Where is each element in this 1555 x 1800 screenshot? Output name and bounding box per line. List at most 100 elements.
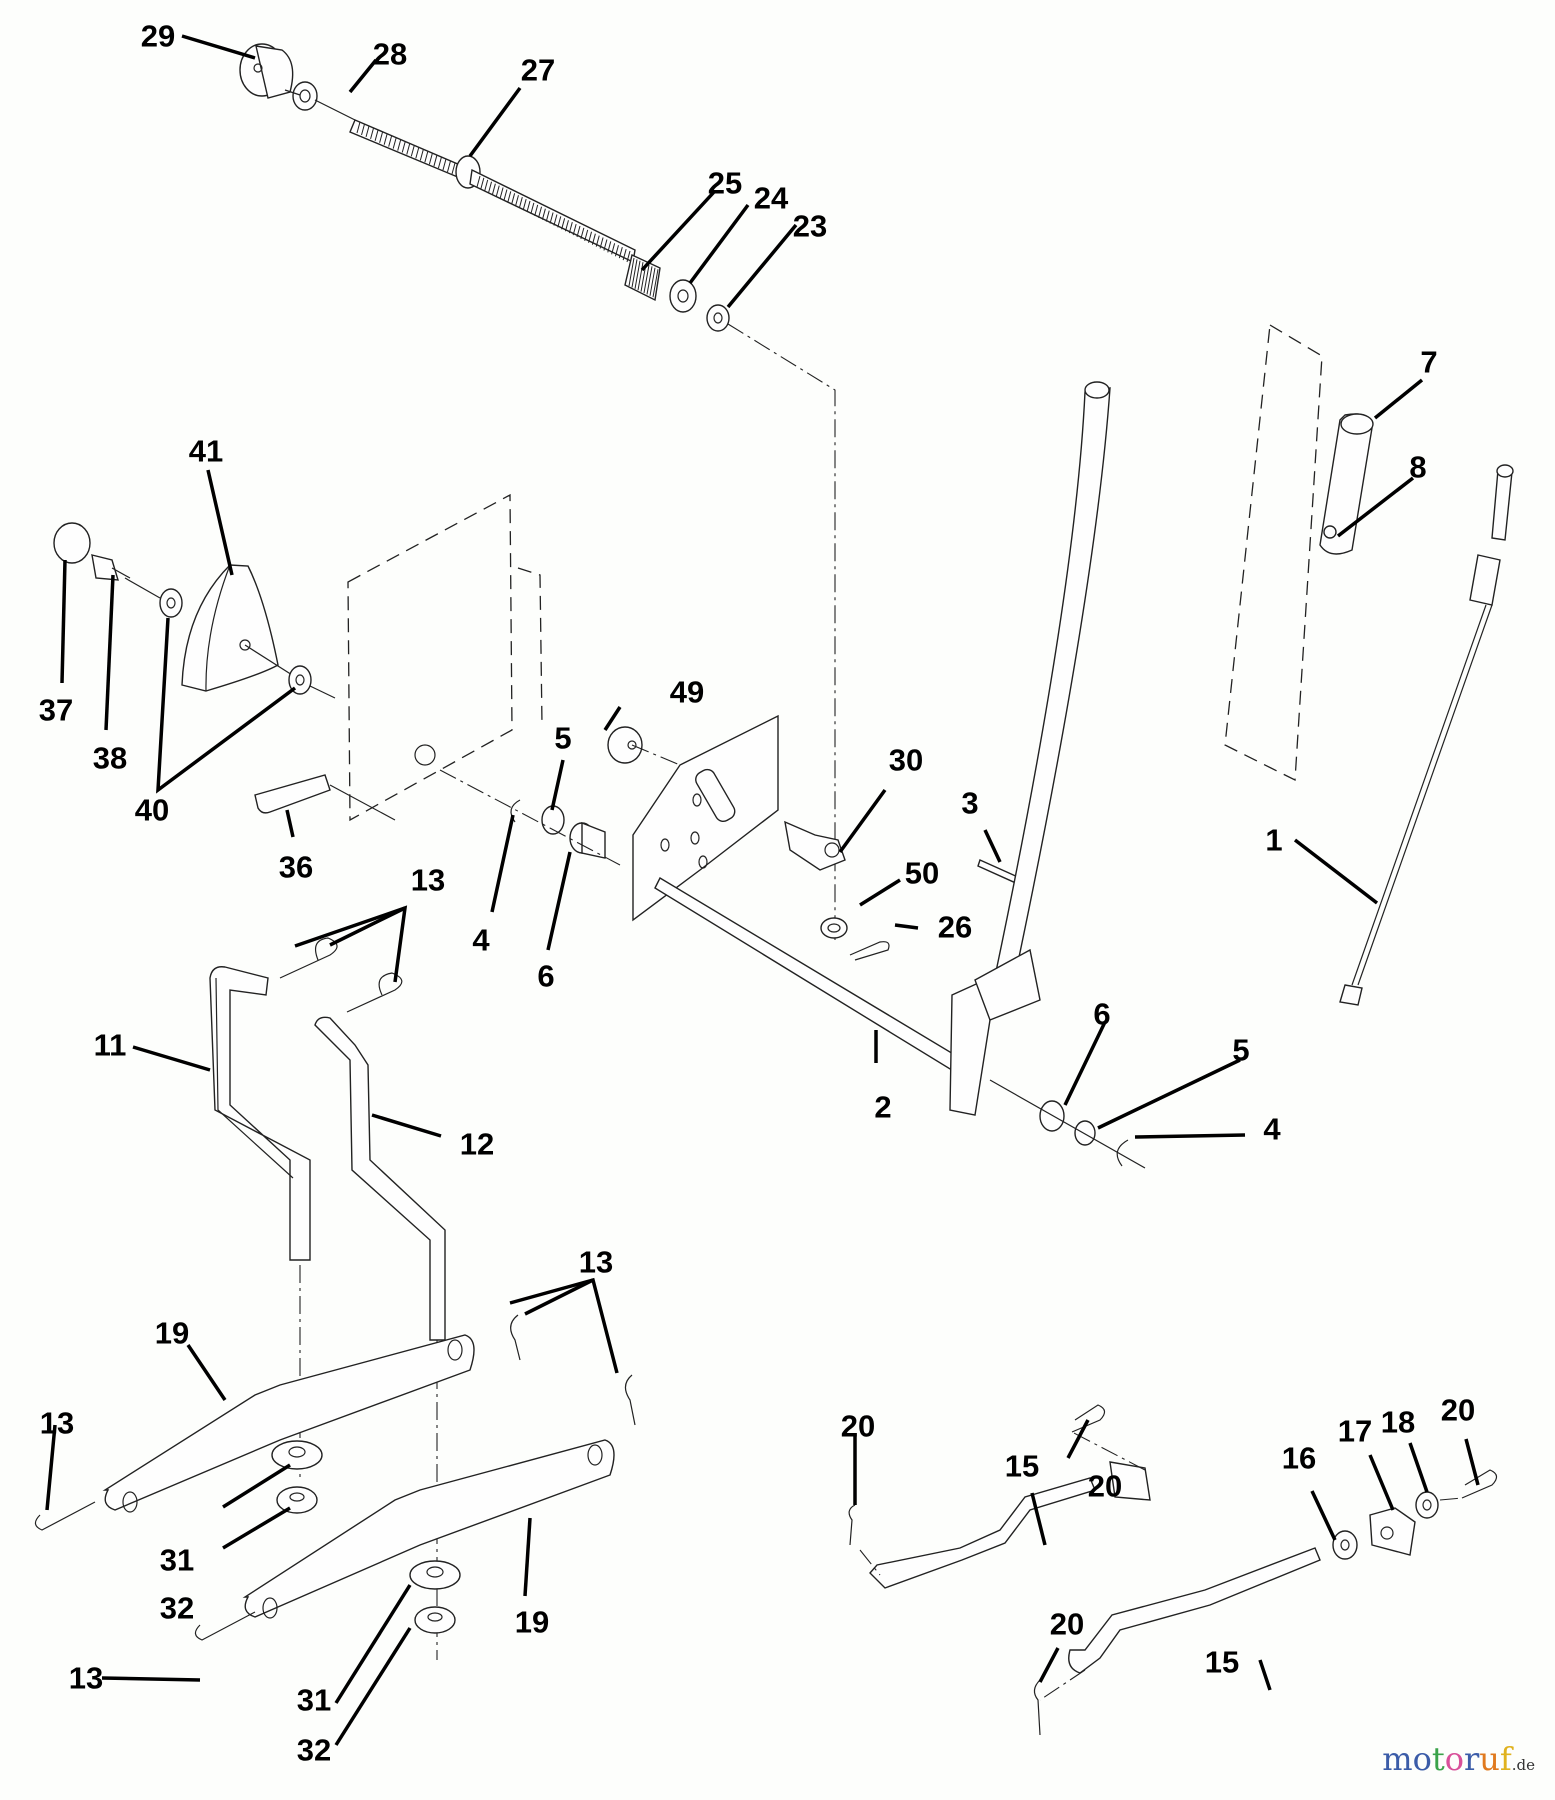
thread-line xyxy=(588,231,593,243)
thread-line xyxy=(538,206,543,218)
thread-line xyxy=(507,191,512,203)
pin-part-3 xyxy=(977,859,1021,885)
handle-grip-part-7 xyxy=(1319,413,1374,555)
spacer-part-31-lower xyxy=(409,1560,461,1590)
spring-coil xyxy=(631,259,638,288)
thread-line xyxy=(595,235,600,247)
callout-8: 8 xyxy=(1409,450,1426,485)
callout-13-top: 13 xyxy=(411,863,445,898)
thread-line xyxy=(356,121,361,134)
nut-part-18 xyxy=(1415,1491,1439,1519)
threaded-rod-part-27 xyxy=(349,119,636,264)
callout-13-left: 13 xyxy=(40,1406,74,1441)
callout-27: 27 xyxy=(521,53,555,88)
callout-7: 7 xyxy=(1420,345,1437,380)
latch-part-36 xyxy=(254,774,331,814)
thread-line xyxy=(361,123,366,136)
thread-line xyxy=(522,198,527,211)
hex-nut-part-23 xyxy=(706,304,730,332)
watermark-letter: f xyxy=(1499,1740,1512,1778)
thread-line xyxy=(365,125,370,138)
callout-4-right: 4 xyxy=(1263,1112,1281,1147)
callout-36: 36 xyxy=(279,850,313,885)
bracket-part-41 xyxy=(181,564,279,692)
watermark-letter: t xyxy=(1431,1740,1445,1778)
callout-5-left: 5 xyxy=(554,721,571,756)
thread-line xyxy=(568,222,573,234)
watermark-domain: .de xyxy=(1511,1756,1535,1774)
lift-arm-part-19-upper xyxy=(102,1334,475,1513)
hairpin-part-26 xyxy=(849,941,890,961)
clip-part-20-a xyxy=(848,1504,856,1546)
callout-31-upper: 31 xyxy=(160,1543,194,1578)
callout-12: 12 xyxy=(460,1127,494,1162)
callout-20-a: 20 xyxy=(841,1409,875,1444)
callout-1: 1 xyxy=(1265,823,1282,858)
spring-coil xyxy=(637,262,644,291)
leader-lines xyxy=(45,34,1480,1746)
callout-2: 2 xyxy=(874,1090,891,1125)
hex-nut-part-28 xyxy=(292,81,318,111)
callout-3: 3 xyxy=(961,786,978,821)
callout-25: 25 xyxy=(708,166,742,201)
cap-part-8 xyxy=(1323,525,1337,539)
thread-line xyxy=(576,225,581,238)
thread-line xyxy=(534,204,539,216)
thread-line xyxy=(503,189,508,201)
callout-41: 41 xyxy=(189,434,223,469)
callout-20-b: 20 xyxy=(1088,1469,1122,1504)
thread-line xyxy=(491,183,496,195)
thread-line xyxy=(603,239,608,251)
thread-line xyxy=(397,139,402,151)
clip-part-13-upper-b xyxy=(346,972,403,1013)
thread-line xyxy=(401,141,406,153)
callout-40: 40 xyxy=(135,793,169,828)
thread-line xyxy=(442,158,447,171)
callout-19-upper: 19 xyxy=(155,1316,189,1351)
rod-part-15-lower xyxy=(1068,1547,1321,1674)
thread-line xyxy=(495,185,500,197)
thread-line xyxy=(584,229,589,241)
callout-labels: 29 28 27 25 24 23 7 8 1 41 37 38 40 36 4… xyxy=(39,19,1475,1768)
thread-line xyxy=(591,233,596,245)
bushing-part-6 xyxy=(569,821,606,859)
callout-37: 37 xyxy=(39,693,73,728)
bolt-part-38 xyxy=(91,554,131,581)
thread-line xyxy=(476,175,481,188)
thread-line xyxy=(451,162,456,175)
callout-20-d: 20 xyxy=(1050,1607,1084,1642)
thread-line xyxy=(392,137,397,149)
thread-line xyxy=(618,247,623,259)
thread-line xyxy=(388,135,393,147)
clip-part-20-c xyxy=(1461,1469,1498,1499)
watermark-letter: r xyxy=(1464,1740,1480,1778)
thread-line xyxy=(419,149,424,161)
callout-17: 17 xyxy=(1338,1414,1372,1449)
nut-part-16 xyxy=(1332,1530,1358,1560)
thread-line xyxy=(424,151,429,163)
clip-part-20-b xyxy=(1071,1404,1106,1433)
thread-line xyxy=(428,153,433,165)
cap-part-37 xyxy=(53,522,91,564)
watermark-logo: motoruf.de xyxy=(1382,1740,1535,1778)
lift-lever-arm xyxy=(949,381,1111,1116)
callout-6-right: 6 xyxy=(1093,997,1110,1032)
callout-11: 11 xyxy=(94,1028,127,1063)
thread-line xyxy=(499,187,504,199)
lift-link-part-12 xyxy=(314,1016,446,1341)
clip-part-4-right xyxy=(1116,1139,1129,1167)
callout-6-left: 6 xyxy=(537,959,554,994)
thread-line xyxy=(488,181,493,193)
clip-part-13-right-b xyxy=(624,1374,636,1426)
spring-coil xyxy=(652,269,659,298)
thread-line xyxy=(511,193,516,205)
lift-arm-part-19-lower xyxy=(242,1439,615,1619)
clip-part-13-right-a xyxy=(510,1314,521,1361)
thread-line xyxy=(370,127,375,139)
callout-23: 23 xyxy=(793,209,827,244)
thread-line xyxy=(599,237,604,249)
washer-part-24 xyxy=(669,279,697,313)
thread-line xyxy=(545,210,550,222)
thread-line xyxy=(383,133,388,145)
callout-18: 18 xyxy=(1381,1405,1415,1440)
